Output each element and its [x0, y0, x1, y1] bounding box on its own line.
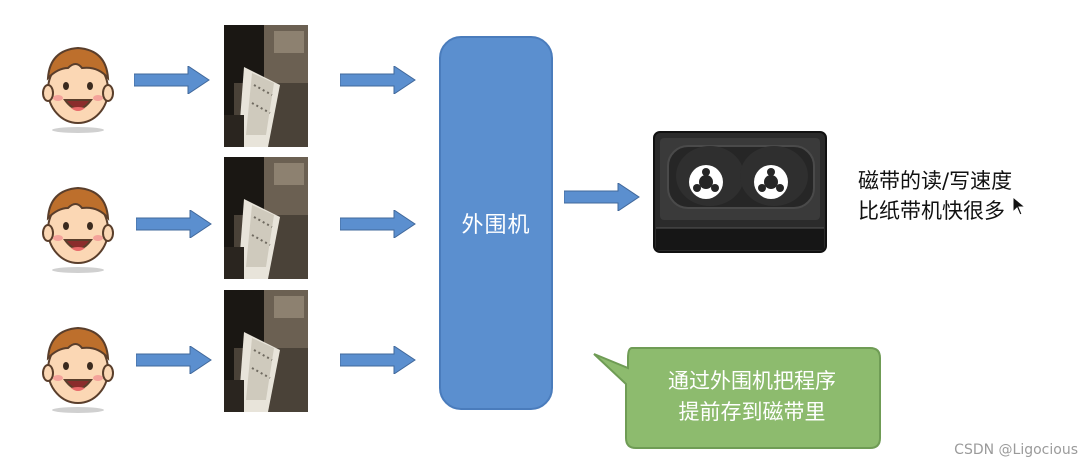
- right-arrow-icon: [340, 66, 416, 94]
- callout-bubble: [593, 347, 881, 449]
- callout-line-2: 提前存到磁带里: [678, 400, 826, 424]
- right-arrow-icon: [340, 210, 416, 238]
- paper-tape-photo: [224, 25, 308, 147]
- user-face-icon: [42, 326, 114, 413]
- paper-tape-photo: [224, 290, 308, 412]
- callout-text: 通过外围机把程序 提前存到磁带里: [626, 366, 878, 428]
- callout-line-1: 通过外围机把程序: [668, 369, 836, 393]
- peripheral-machine-label: 外围机: [461, 213, 531, 238]
- mouse-pointer-icon: [1012, 196, 1026, 216]
- right-arrow-icon: [340, 346, 416, 374]
- peripheral-machine-box: 外围机: [439, 36, 553, 410]
- user-face-icon: [42, 46, 114, 133]
- user-face-icon: [42, 186, 114, 273]
- right-arrow-icon: [136, 346, 212, 374]
- tape-note-line-1: 磁带的读/写速度: [858, 169, 1013, 193]
- watermark: CSDN @Ligocious: [954, 442, 1078, 458]
- right-arrow-icon: [564, 183, 640, 211]
- magnetic-tape-icon: [653, 131, 827, 253]
- paper-tape-photo: [224, 157, 308, 279]
- right-arrow-icon: [136, 210, 212, 238]
- right-arrow-icon: [134, 66, 210, 94]
- tape-note-line-2: 比纸带机快很多: [858, 199, 1005, 223]
- tape-speed-note: 磁带的读/写速度 比纸带机快很多: [858, 166, 1078, 226]
